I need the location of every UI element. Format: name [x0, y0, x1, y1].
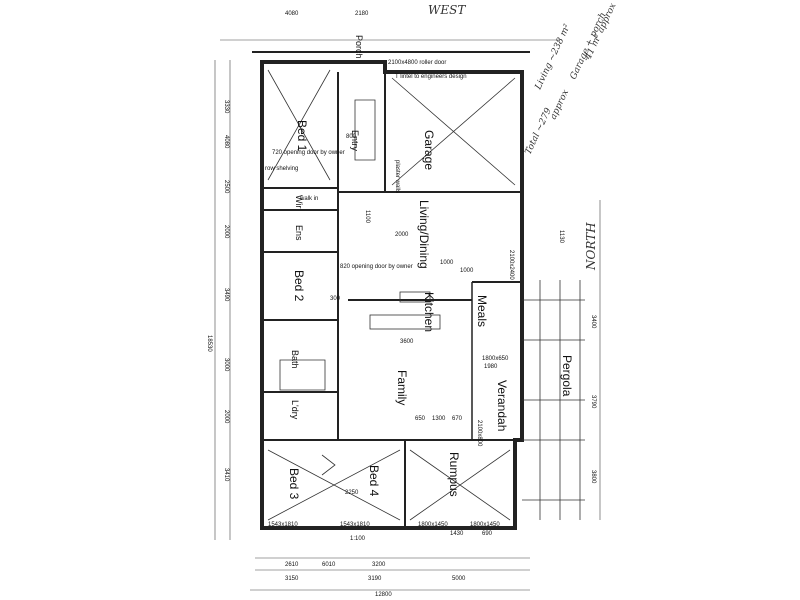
dim-bottom1-1: 6010: [322, 562, 336, 568]
outer-walls: [252, 51, 530, 530]
dim-top-0: 4080: [285, 11, 299, 17]
interior-dim-9: 1980: [484, 364, 498, 370]
note-scale: 1:100: [350, 536, 366, 542]
interior-dim-6: 650: [415, 416, 426, 422]
note-opening-1: 720 opening door by owner: [272, 150, 345, 156]
interior-dim-1: 1000: [460, 268, 474, 274]
dim-bottom2-1: 3190: [368, 576, 382, 582]
window-1: 1543x1810: [340, 522, 370, 528]
room-bed2: Bed 2: [292, 270, 306, 302]
dim-right-2: 3790: [590, 395, 596, 409]
room-bath: Bath: [290, 350, 300, 369]
interior-dim-11: 300: [330, 296, 341, 302]
note-roller-door: 2100x4800 roller door: [388, 60, 446, 66]
room-verandah: Verandah: [495, 380, 509, 431]
dim-left-2: 2500: [223, 180, 229, 194]
room-bed1: Bed 1: [295, 120, 309, 152]
dim-left-1: 4080: [223, 135, 229, 149]
note-garage-floor: plaster walls: [394, 160, 400, 193]
dim-bottom1-2: 3200: [372, 562, 386, 568]
room-kitchen: Kitchen: [422, 292, 436, 332]
handwritten-top: WEST: [428, 3, 466, 17]
handwritten-note-2: approx: [549, 88, 571, 121]
dim-left-3: 2000: [223, 225, 229, 239]
interior-dim-8: 670: [452, 416, 463, 422]
room-wir: Wir: [294, 195, 304, 209]
room-bed3: Bed 3: [287, 468, 301, 500]
window-6: 2100x800: [476, 420, 482, 447]
window-5: 2100x2400: [508, 250, 514, 280]
dim-left-8: 3410: [223, 468, 229, 482]
room-pergola: Pergola: [560, 355, 574, 397]
room-entry: Entry: [350, 130, 360, 152]
note-lintel: T lintel to engineers design: [395, 74, 467, 80]
room-porch: Porch: [354, 35, 364, 59]
note-walk: walk in: [299, 196, 318, 202]
room-ens: Ens: [294, 225, 304, 241]
dim-right-1: 3400: [590, 315, 596, 329]
window-2: 1800x1450: [418, 522, 448, 528]
dim-left-0: 3330: [223, 100, 229, 114]
dim-left-5: 18530: [206, 335, 212, 352]
handwritten-note-4: 41 m² approx: [583, 2, 618, 62]
room-rumpus: Rumpus: [447, 452, 461, 497]
room-bed4: Bed 4: [367, 465, 381, 497]
dimension-lines: [214, 39, 601, 591]
dim-bottom2-2: 5000: [452, 576, 466, 582]
dim-left-7: 2000: [223, 410, 229, 424]
dim-bottom-total: 12800: [375, 592, 392, 598]
dim-bottom2-0: 3150: [285, 576, 299, 582]
interior-dim-2: 3600: [400, 339, 414, 345]
dim-bottom1-4: 690: [482, 531, 493, 537]
interior-dim-5: 1100: [364, 210, 370, 224]
dim-left-6: 3000: [223, 358, 229, 372]
dim-bottom1-0: 2610: [285, 562, 299, 568]
room-family: Family: [395, 370, 409, 405]
dim-bottom1-3: 1430: [450, 531, 464, 537]
note-opening-2: 820 opening door by owner: [340, 264, 413, 270]
handwritten-note-5: Total ~279: [524, 106, 554, 156]
interior-dim-4: 2000: [395, 232, 409, 238]
dim-left-4: 3490: [223, 288, 229, 302]
dim-top-1: 2180: [355, 11, 369, 17]
window-3: 1800x1450: [470, 522, 500, 528]
interior-dim-3: 2250: [345, 490, 359, 496]
handwritten-note-1: Living ~238 m²: [533, 22, 573, 92]
room-meals: Meals: [475, 295, 489, 327]
interior-dim-0: 1000: [440, 260, 454, 266]
handwritten-north: NORTH: [584, 222, 598, 271]
room-living: Living/Dining: [417, 200, 431, 269]
room-garage: Garage: [422, 130, 436, 170]
room-ldry: L'dry: [290, 400, 300, 420]
fixtures: [267, 69, 585, 521]
window-4: 1800x650: [482, 356, 509, 362]
interior-walls: [262, 72, 522, 528]
note-row-shelf: row shelving: [265, 166, 298, 172]
window-0: 1543x1810: [268, 522, 298, 528]
interior-dim-10: 800: [346, 134, 357, 140]
dim-right-3: 3800: [590, 470, 596, 484]
interior-dim-7: 1300: [432, 416, 446, 422]
dim-right-0: 1130: [558, 230, 564, 244]
